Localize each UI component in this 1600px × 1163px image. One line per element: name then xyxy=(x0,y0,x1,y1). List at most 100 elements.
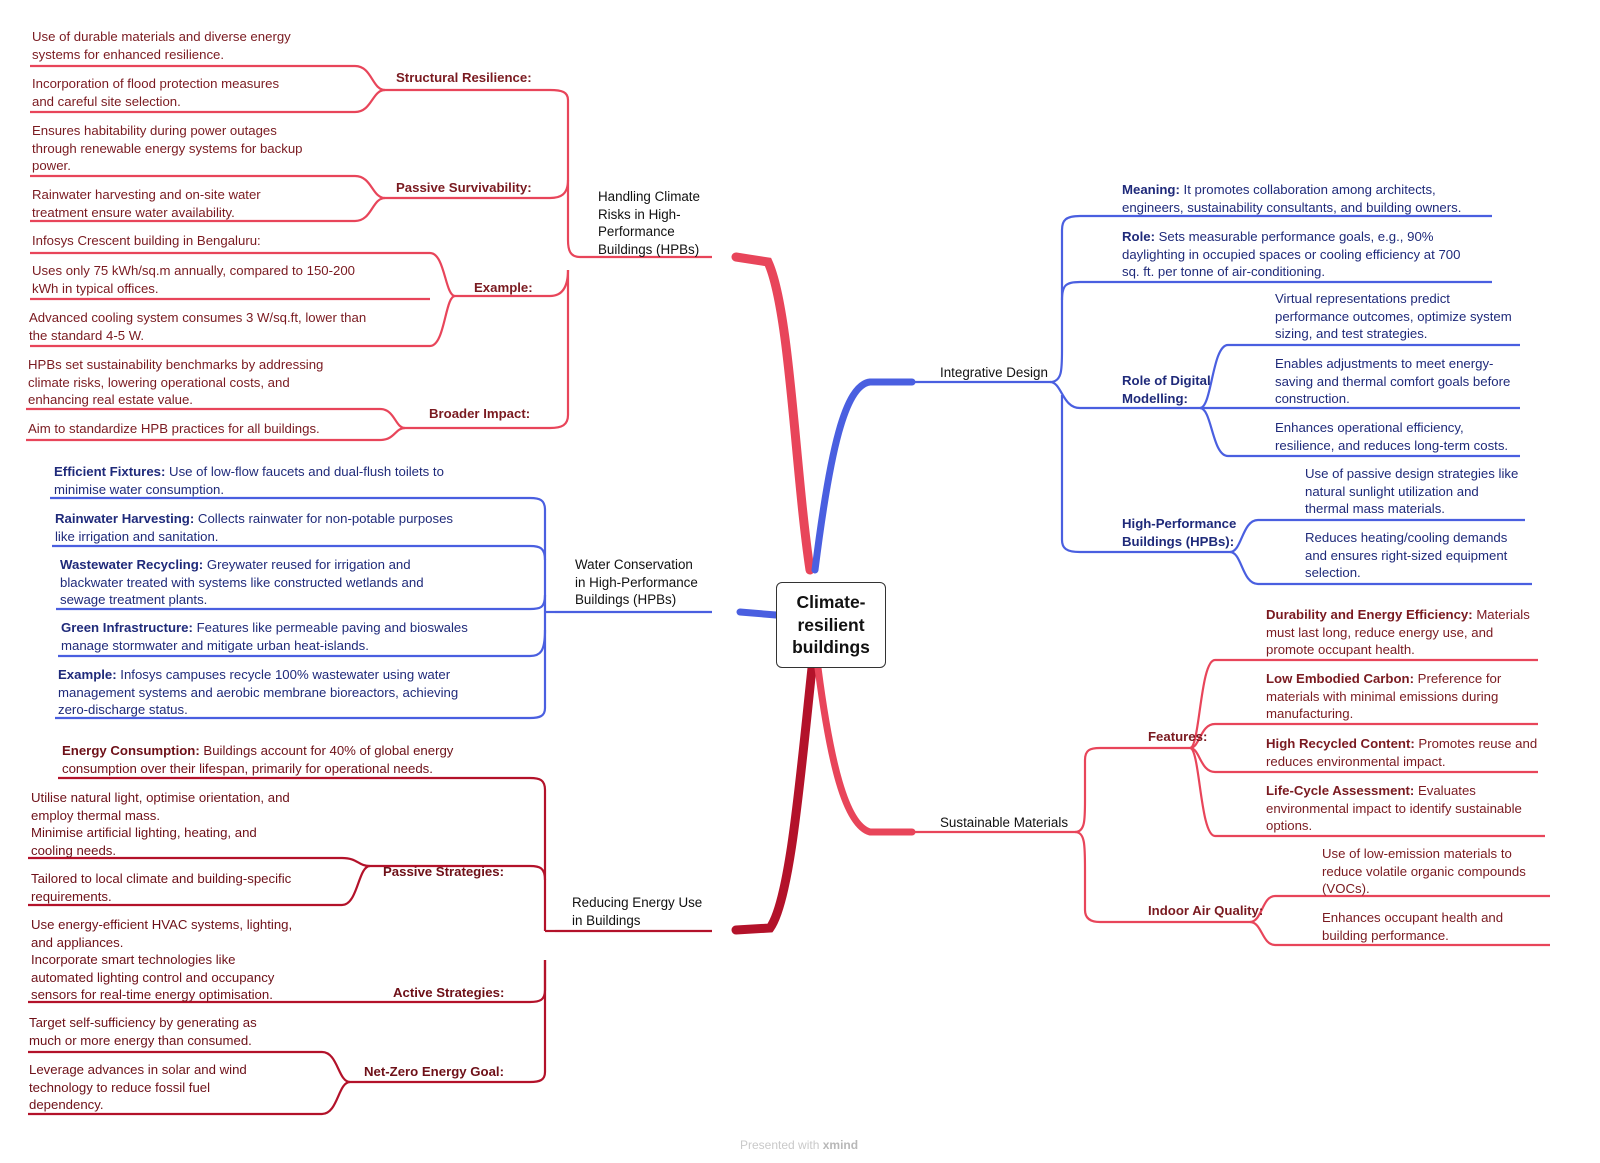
line: Utilise natural light, optimise orientat… xyxy=(31,790,290,805)
line: blackwater treated with systems like con… xyxy=(60,574,424,590)
line: High-Performance xyxy=(1122,516,1237,531)
topic-water-conservation[interactable]: Water Conservation in High-Performance B… xyxy=(575,556,698,609)
subtopic-indoor-air-quality[interactable]: Indoor Air Quality: xyxy=(1148,903,1264,918)
note-broader-1[interactable]: HPBs set sustainability benchmarks by ad… xyxy=(28,356,323,409)
line: Ensures habitability during power outage… xyxy=(32,123,277,138)
topic-integrative-design[interactable]: Integrative Design xyxy=(940,365,1048,380)
note-digital-3[interactable]: Enhances operational efficiency, resilie… xyxy=(1275,419,1508,454)
line: dependency. xyxy=(29,1097,104,1112)
note-life-cycle-assessment[interactable]: Life-Cycle Assessment: Evaluates environ… xyxy=(1266,782,1522,835)
subtopic-example[interactable]: Example: xyxy=(474,280,533,295)
subtopic-passive-strategies[interactable]: Passive Strategies: xyxy=(383,864,504,879)
line: natural sunlight utilization and xyxy=(1305,483,1479,499)
subtopic-high-performance-buildings[interactable]: High-Performance Buildings (HPBs): xyxy=(1122,515,1236,550)
line: and ensures right-sized equipment xyxy=(1305,547,1508,563)
central-topic-line-1: Climate- xyxy=(796,592,866,613)
note-broader-2[interactable]: Aim to standardize HPB practices for all… xyxy=(28,420,320,438)
line: enhancing real estate value. xyxy=(28,392,193,407)
line: zero-discharge status. xyxy=(58,702,188,717)
line: Reduces heating/cooling demands xyxy=(1305,530,1508,545)
label: Wastewater Recycling: xyxy=(60,557,204,572)
topic-line: Water Conservation xyxy=(575,557,693,572)
line: reduce volatile organic compounds xyxy=(1322,863,1526,879)
line: daylighting in occupied spaces or coolin… xyxy=(1122,246,1461,262)
note-passive-2[interactable]: Rainwater harvesting and on-site water t… xyxy=(32,186,261,221)
note-hpb-2[interactable]: Reduces heating/cooling demands and ensu… xyxy=(1305,529,1507,582)
line: promote occupant health. xyxy=(1266,642,1415,657)
note-example-2[interactable]: Uses only 75 kWh/sq.m annually, compared… xyxy=(32,262,355,297)
subtopic-net-zero-energy-goal[interactable]: Net-Zero Energy Goal: xyxy=(364,1064,504,1079)
topic-sustainable-materials[interactable]: Sustainable Materials xyxy=(940,815,1069,830)
note-structural-1[interactable]: Use of durable materials and diverse ene… xyxy=(32,28,291,63)
note-example-3[interactable]: Advanced cooling system consumes 3 W/sq.… xyxy=(29,309,366,344)
topic-line: Performance xyxy=(598,224,675,239)
note-hpb-1[interactable]: Use of passive design strategies like na… xyxy=(1305,465,1518,518)
label: Low Embodied Carbon: xyxy=(1266,671,1414,686)
note-role[interactable]: Role: Sets measurable performance goals,… xyxy=(1122,228,1460,281)
line: manufacturing. xyxy=(1266,706,1354,721)
line: Evaluates xyxy=(1414,783,1476,798)
line: Enhances operational efficiency, xyxy=(1275,420,1464,435)
line: Incorporate smart technologies like xyxy=(31,952,236,967)
line: saving and thermal comfort goals before xyxy=(1275,373,1511,389)
note-structural-2[interactable]: Incorporation of flood protection measur… xyxy=(32,75,279,110)
subtopic-structural-resilience[interactable]: Structural Resilience: xyxy=(396,70,532,85)
line: sewage treatment plants. xyxy=(60,592,208,607)
note-iaq-1[interactable]: Use of low-emission materials to reduce … xyxy=(1322,845,1526,898)
note-rainwater-harvesting[interactable]: Rainwater Harvesting: Collects rainwater… xyxy=(55,510,453,545)
subtopic-active-strategies[interactable]: Active Strategies: xyxy=(393,985,505,1000)
note-net-zero-1[interactable]: Target self-sufficiency by generating as… xyxy=(29,1014,257,1049)
subtopic-features[interactable]: Features: xyxy=(1148,729,1208,744)
central-topic-line-2: resilient xyxy=(797,614,865,635)
note-digital-1[interactable]: Virtual representations predict performa… xyxy=(1275,290,1512,343)
topic-line: Reducing Energy Use xyxy=(572,895,703,910)
label: High Recycled Content: xyxy=(1266,736,1415,751)
line: selection. xyxy=(1305,565,1361,580)
line: much or more energy than consumed. xyxy=(29,1032,252,1048)
note-low-embodied-carbon[interactable]: Low Embodied Carbon: Preference for mate… xyxy=(1266,670,1501,723)
line: consumption over their lifespan, primari… xyxy=(62,760,433,776)
line: Enables adjustments to meet energy- xyxy=(1275,356,1494,371)
subtopic-broader-impact[interactable]: Broader Impact: xyxy=(429,406,531,421)
line: (VOCs). xyxy=(1322,881,1370,896)
line: Rainwater harvesting and on-site water xyxy=(32,187,261,202)
note-durability[interactable]: Durability and Energy Efficiency: Materi… xyxy=(1266,606,1530,659)
subtopic-role-of-digital-modelling[interactable]: Role of Digital Modelling: xyxy=(1122,372,1211,407)
line: sizing, and test strategies. xyxy=(1275,326,1428,341)
central-topic[interactable]: Climate- resilient buildings xyxy=(776,582,886,668)
line: thermal mass materials. xyxy=(1305,501,1445,516)
note-efficient-fixtures[interactable]: Efficient Fixtures: Use of low-flow fauc… xyxy=(54,463,444,498)
line: Modelling: xyxy=(1122,390,1188,406)
topic-handling-climate-risks[interactable]: Handling Climate Risks in High- Performa… xyxy=(598,188,700,258)
note-active-strategies-1[interactable]: Use energy-efficient HVAC systems, light… xyxy=(31,916,292,1004)
line: technology to reduce fossil fuel xyxy=(29,1079,211,1095)
topic-reducing-energy-use[interactable]: Reducing Energy Use in Buildings xyxy=(572,894,702,929)
presented-with-xmind-credit: Presented with xmind xyxy=(740,1138,858,1152)
line: Preference for xyxy=(1414,671,1502,686)
label: Example: xyxy=(58,667,117,682)
note-passive-1[interactable]: Ensures habitability during power outage… xyxy=(32,122,303,175)
note-meaning[interactable]: Meaning: It promotes collaboration among… xyxy=(1122,181,1461,216)
line: Incorporation of flood protection measur… xyxy=(32,76,280,91)
line: Virtual representations predict xyxy=(1275,291,1450,306)
note-iaq-2[interactable]: Enhances occupant health and building pe… xyxy=(1322,909,1503,944)
note-energy-consumption[interactable]: Energy Consumption: Buildings account fo… xyxy=(62,742,453,777)
note-wastewater-recycling[interactable]: Wastewater Recycling: Greywater reused f… xyxy=(60,556,424,609)
line: must last long, reduce energy use, and xyxy=(1266,624,1494,640)
line: Buildings (HPBs): xyxy=(1122,533,1235,549)
subtopic-passive-survivability[interactable]: Passive Survivability: xyxy=(396,180,532,195)
note-net-zero-2[interactable]: Leverage advances in solar and wind tech… xyxy=(29,1061,247,1114)
line: sensors for real-time energy optimisatio… xyxy=(31,987,273,1002)
note-passive-strategies-1[interactable]: Utilise natural light, optimise orientat… xyxy=(31,789,290,859)
line: Use energy-efficient HVAC systems, light… xyxy=(31,917,293,932)
energy-connectors xyxy=(28,776,712,1116)
note-digital-2[interactable]: Enables adjustments to meet energy- savi… xyxy=(1275,355,1510,408)
line: Uses only 75 kWh/sq.m annually, compared… xyxy=(32,263,356,278)
line: Tailored to local climate and building-s… xyxy=(31,871,292,886)
note-passive-strategies-2[interactable]: Tailored to local climate and building-s… xyxy=(31,870,291,905)
note-water-example[interactable]: Example: Infosys campuses recycle 100% w… xyxy=(58,666,458,719)
note-example-1[interactable]: Infosys Crescent building in Bengaluru: xyxy=(32,232,261,250)
note-high-recycled-content[interactable]: High Recycled Content: Promotes reuse an… xyxy=(1266,735,1537,770)
note-green-infrastructure[interactable]: Green Infrastructure: Features like perm… xyxy=(61,619,468,654)
line: options. xyxy=(1266,818,1313,833)
